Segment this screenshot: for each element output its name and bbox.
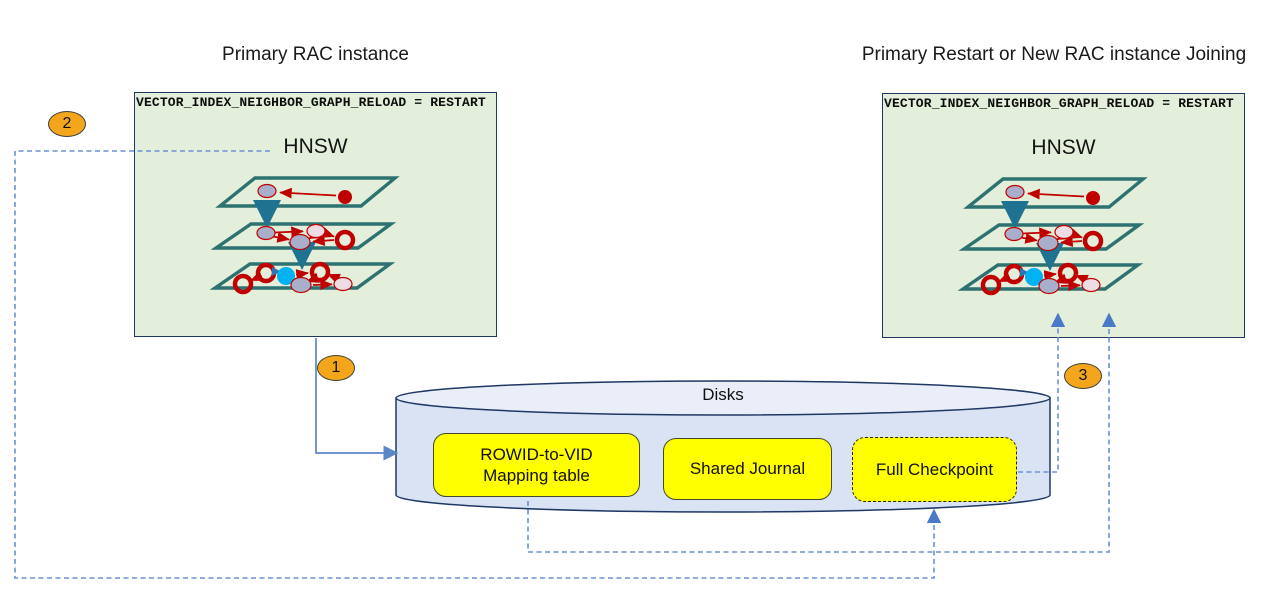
disk-item-label: Shared Journal	[689, 459, 806, 479]
vector-param-text-left: VECTOR_INDEX_NEIGHBOR_GRAPH_RELOAD = RES…	[136, 95, 486, 110]
disk-item-label-line2: Mapping table	[483, 466, 590, 485]
step-badge-2: 2	[48, 111, 86, 137]
step-number: 3	[1078, 367, 1088, 384]
disk-item-rowid-mapping: ROWID-to-VID Mapping table	[433, 433, 640, 497]
right-instance-title: Primary Restart or New RAC instance Join…	[861, 44, 1247, 65]
step-number: 2	[62, 115, 72, 132]
hnsw-graph-icon	[951, 174, 1151, 299]
disk-item-shared-journal: Shared Journal	[663, 438, 832, 500]
left-instance-box: VECTOR_INDEX_NEIGHBOR_GRAPH_RELOAD = RES…	[134, 92, 497, 337]
right-instance-box: VECTOR_INDEX_NEIGHBOR_GRAPH_RELOAD = RES…	[882, 93, 1245, 338]
step-number: 1	[331, 359, 341, 376]
disks-label: Disks	[702, 385, 744, 404]
step-badge-1: 1	[317, 355, 355, 381]
vector-param-text-right: VECTOR_INDEX_NEIGHBOR_GRAPH_RELOAD = RES…	[884, 96, 1234, 111]
hnsw-graph-icon	[203, 173, 403, 298]
disk-item-label: Full Checkpoint	[875, 459, 994, 479]
step-badge-3: 3	[1064, 363, 1102, 389]
disk-item-label-line1: ROWID-to-VID	[480, 444, 593, 464]
hnsw-label-right: HNSW	[1031, 136, 1096, 159]
disk-item-full-checkpoint: Full Checkpoint	[852, 437, 1017, 502]
hnsw-label-left: HNSW	[283, 135, 348, 158]
left-instance-title: Primary RAC instance	[222, 44, 409, 65]
